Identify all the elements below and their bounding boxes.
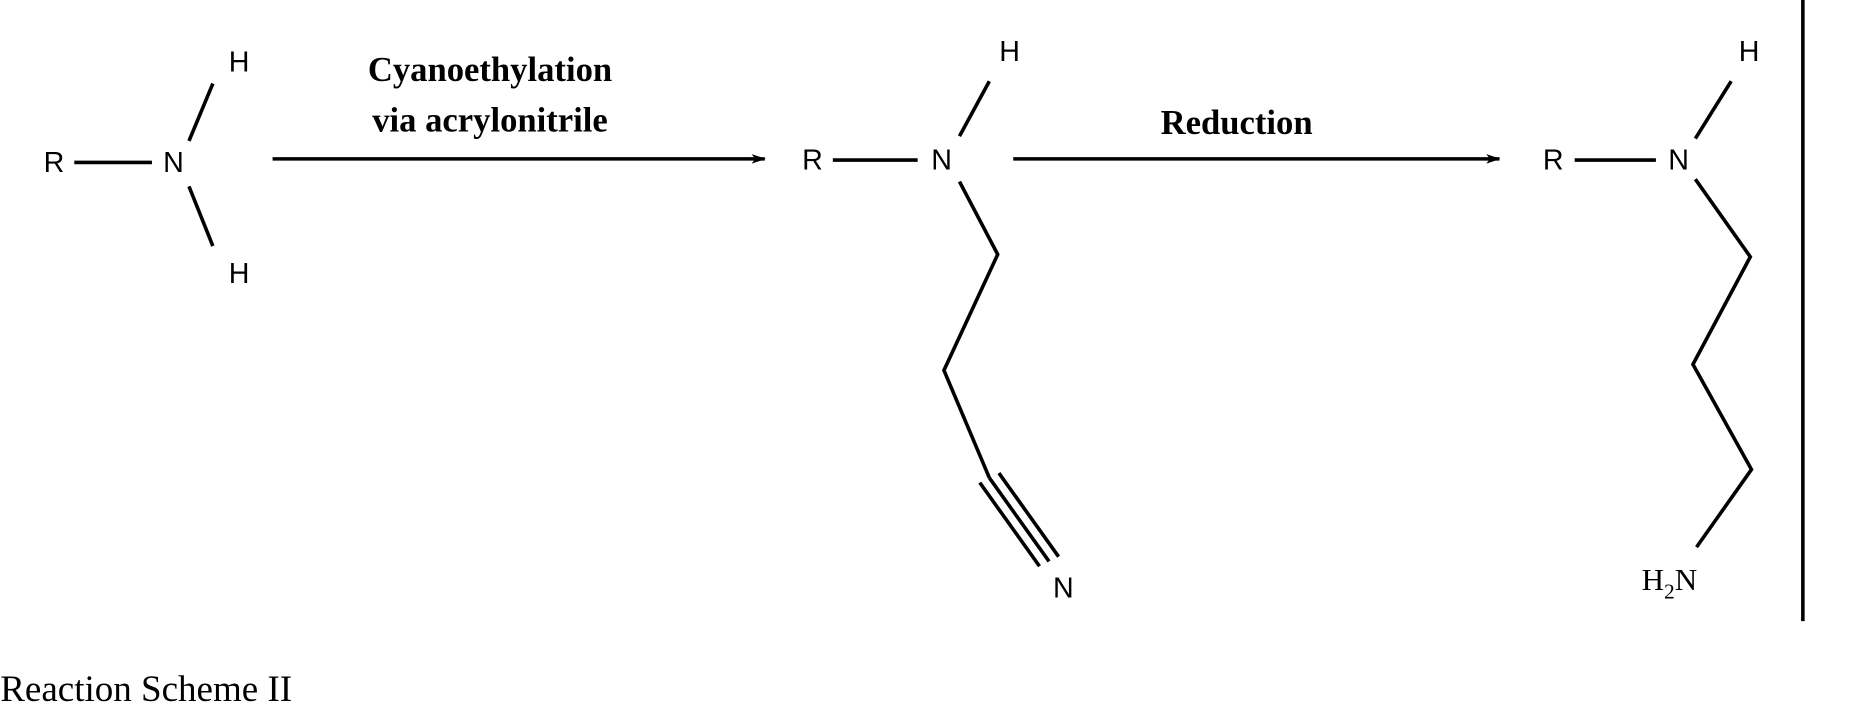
nitrogen-label: N	[163, 147, 184, 179]
r-group-label: R	[44, 147, 65, 179]
reactant-primary-amine: R N H H	[44, 47, 250, 290]
step-reduction: Reduction	[1013, 104, 1499, 159]
n-h-bond	[1695, 81, 1731, 138]
n-h-bond	[959, 81, 989, 136]
step-cyanoethylation: Cyanoethylation via acrylonitrile	[273, 51, 765, 159]
amine-n: N	[1675, 562, 1697, 597]
n-h-bond-bottom	[189, 186, 213, 246]
hydrogen-bottom-label: H	[229, 258, 250, 290]
r-group-label: R	[802, 145, 823, 177]
amine-h: H	[1642, 562, 1664, 597]
intermediate-nitrile: R N H N	[802, 36, 1074, 604]
amine-subscript: 2	[1664, 579, 1675, 603]
triple-bond-1	[989, 478, 1049, 562]
ethyl-chain	[944, 182, 998, 478]
nitrogen-label: N	[931, 145, 952, 177]
triple-bond-2	[999, 473, 1059, 557]
step2-label: Reduction	[1161, 104, 1313, 142]
n-h-bond-top	[189, 84, 213, 141]
scheme-caption: Reaction Scheme II	[0, 669, 292, 706]
triple-bond-3	[980, 483, 1040, 567]
hydrogen-label: H	[1739, 36, 1760, 68]
propyl-chain	[1693, 179, 1752, 547]
hydrogen-top-label: H	[229, 47, 250, 79]
product-diamine: R N H H2N	[1543, 36, 1760, 604]
amine-group-label: H2N	[1642, 562, 1698, 603]
r-group-label: R	[1543, 145, 1564, 177]
nitrile-nitrogen-label: N	[1053, 572, 1074, 604]
hydrogen-label: H	[999, 36, 1020, 68]
nitrogen-label: N	[1668, 145, 1689, 177]
step1-label-line1: Cyanoethylation	[368, 51, 612, 89]
step1-label-line2: via acrylonitrile	[372, 101, 608, 139]
